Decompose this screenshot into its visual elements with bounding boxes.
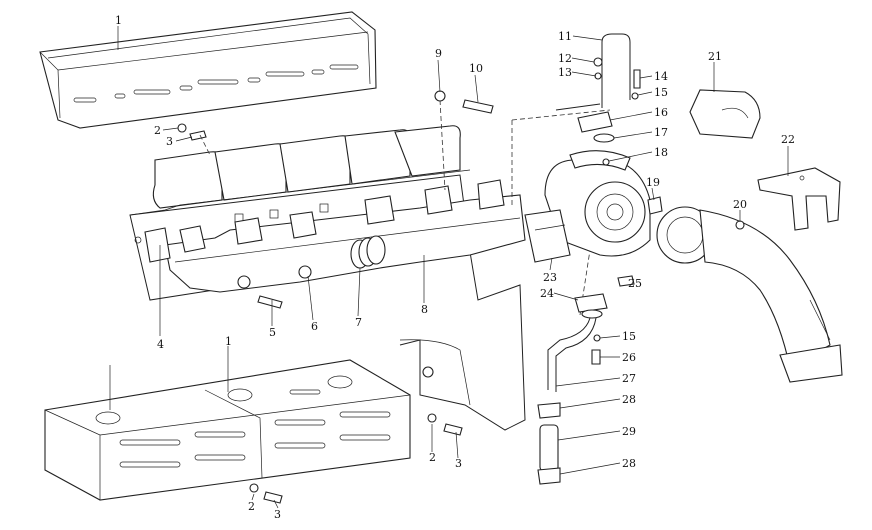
callout-3-lower-right: 3 [455, 457, 462, 470]
callout-23: 23 [543, 271, 557, 284]
exhaust-manifold [144, 179, 526, 309]
upper-heat-shield [39, 11, 377, 129]
callout-9: 9 [435, 47, 442, 60]
callout-8: 8 [421, 303, 428, 316]
callout-7: 7 [355, 316, 362, 329]
oil-feed-pipe [555, 33, 641, 166]
oil-drain-line [537, 275, 635, 485]
callout-3-lower-left: 3 [274, 508, 281, 521]
callout-14: 14 [654, 70, 668, 83]
callout-24: 24 [540, 287, 554, 300]
washer-bolt-lower [249, 413, 463, 504]
callout-29: 29 [622, 425, 636, 438]
callout-labels: 1 1 2 2 2 3 3 3 4 5 6 7 8 9 10 11 12 13 … [115, 14, 795, 521]
callout-28-upper: 28 [622, 393, 636, 406]
callout-10: 10 [469, 62, 483, 75]
callout-18: 18 [654, 146, 668, 159]
mounting-bracket [757, 167, 841, 231]
callout-2-lower-left: 2 [248, 500, 255, 513]
callout-15-upper: 15 [654, 86, 668, 99]
callout-19: 19 [646, 176, 660, 189]
callout-25: 25 [628, 277, 642, 290]
engine-block-outline [399, 249, 526, 431]
callout-16: 16 [654, 106, 668, 119]
callout-27: 27 [622, 372, 636, 385]
callout-22: 22 [781, 133, 795, 146]
callout-13: 13 [558, 66, 572, 79]
stud-washer-9-10 [434, 90, 494, 114]
leader-lines [109, 26, 789, 509]
callout-20: 20 [733, 198, 747, 211]
callout-5: 5 [269, 326, 276, 339]
callout-2-lower-right: 2 [429, 451, 436, 464]
callout-12: 12 [558, 52, 572, 65]
callout-26: 26 [622, 351, 636, 364]
exhaust-elbow-pipe [647, 196, 843, 383]
pipe-clamp-block [689, 89, 761, 139]
washer-bolt-upper [177, 123, 207, 141]
callout-1-lower: 1 [225, 335, 232, 348]
callout-17: 17 [654, 126, 668, 139]
callout-2-upper: 2 [154, 124, 161, 137]
callout-28-lower: 28 [622, 457, 636, 470]
lower-heat-shield [44, 359, 411, 501]
callout-15-lower: 15 [622, 330, 636, 343]
callout-6: 6 [311, 320, 318, 333]
callout-4: 4 [157, 338, 164, 351]
callout-21: 21 [708, 50, 722, 63]
turbocharger [524, 150, 651, 263]
callout-3-upper: 3 [166, 135, 173, 148]
callout-11: 11 [558, 30, 572, 43]
callout-1-upper: 1 [115, 14, 122, 27]
